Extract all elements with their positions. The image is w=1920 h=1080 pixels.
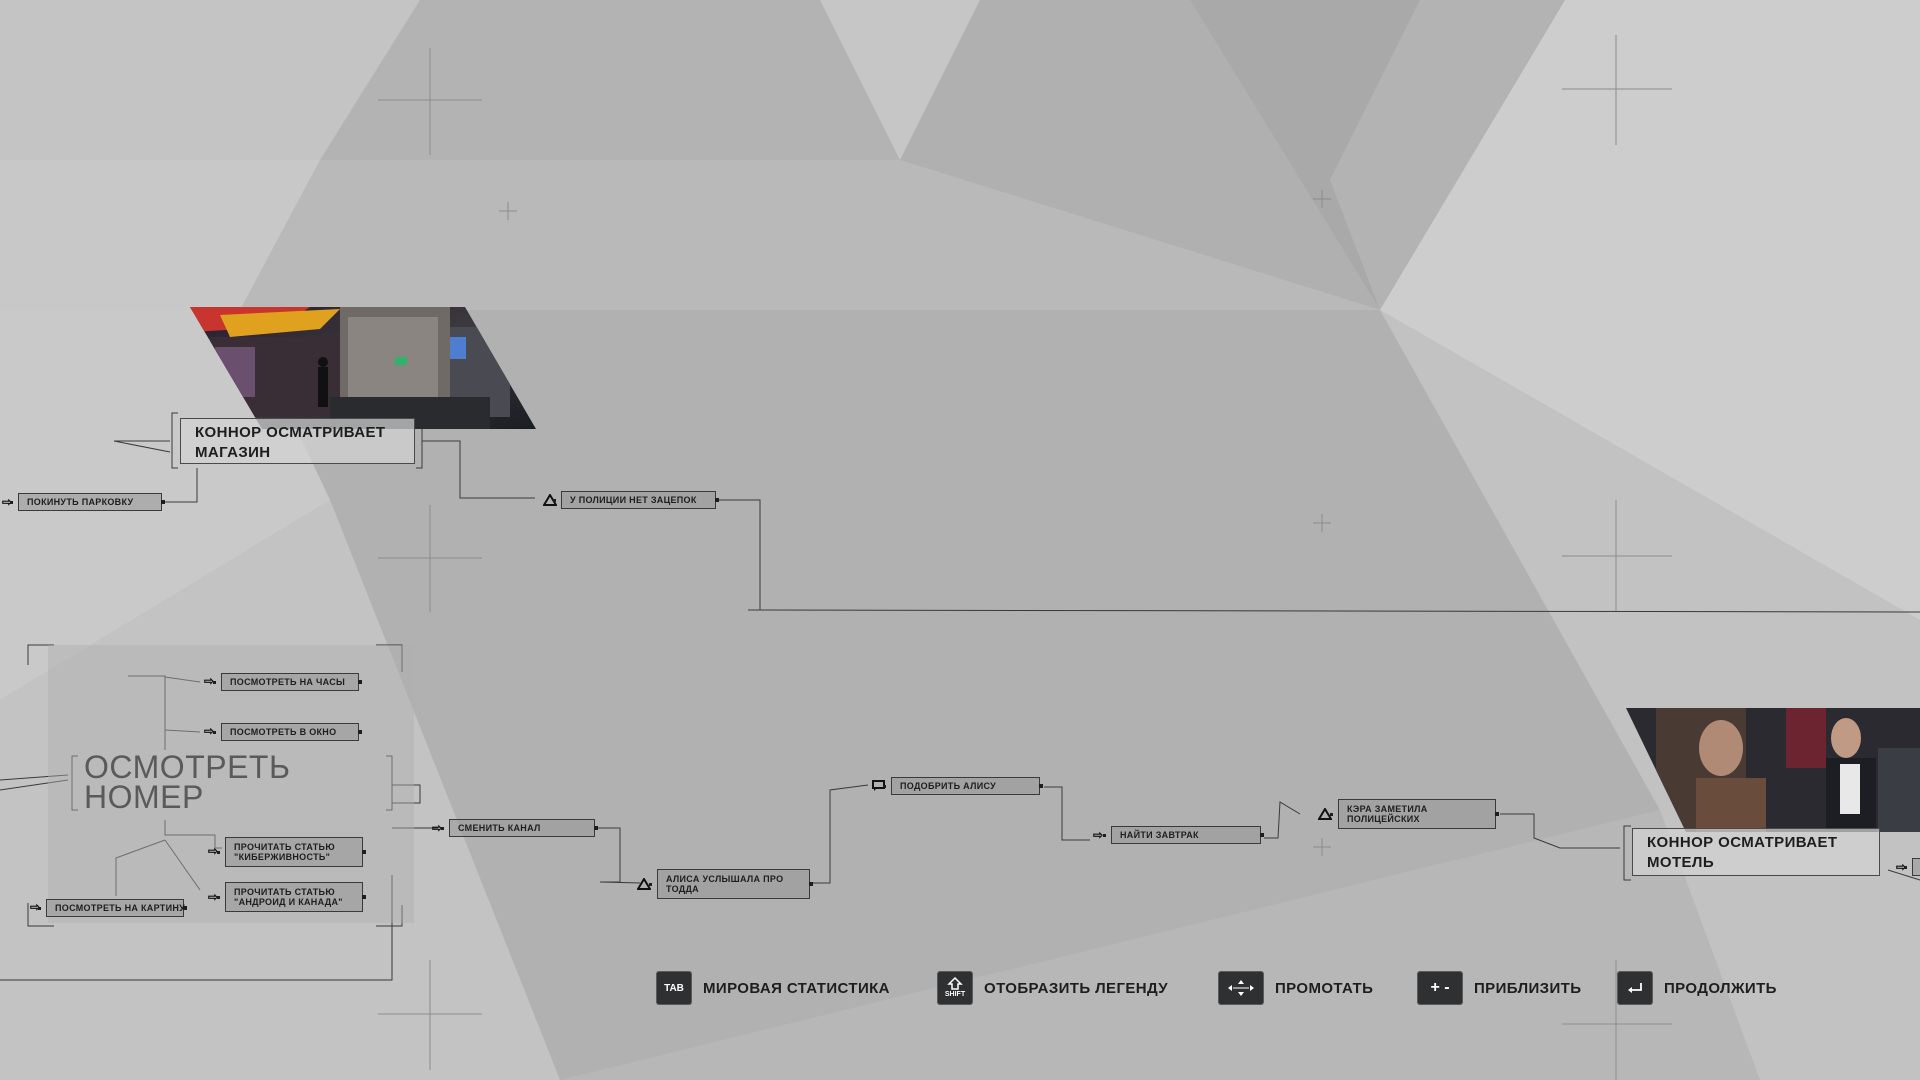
node-label-wrap: ПРОЧИТАТЬ СТАТЬЮ "КИБЕРЖИВНОСТЬ"	[234, 842, 335, 862]
node-label: ПОДОБРИТЬ АЛИСУ	[900, 781, 997, 791]
node-label-line1: АЛИСА УСЛЫШАЛА ПРО	[666, 874, 784, 884]
node-label: ПОСМОТРЕТЬ НА ЧАСЫ	[230, 677, 346, 687]
node-offscreen-next[interactable]	[1904, 858, 1920, 876]
triangle-icon	[637, 878, 651, 890]
node-label: У ПОЛИЦИИ НЕТ ЗАЦЕПОК	[570, 495, 697, 505]
node-label-line2: ПОЛИЦЕЙСКИХ	[1347, 814, 1420, 824]
node-label-wrap: АЛИСА УСЛЫШАЛА ПРО ТОДДА	[666, 874, 783, 894]
control-shift[interactable]: SHIFT ОТОБРАЗИТЬ ЛЕГЕНДУ	[938, 968, 1168, 1008]
chapter-title-line2: МОТЕЛЬ	[1647, 854, 1715, 871]
node-label: НАЙТИ ЗАВТРАК	[1120, 830, 1199, 840]
store-thumbnail	[190, 307, 536, 429]
node-label-wrap: КЭРА ЗАМЕТИЛА ПОЛИЦЕЙСКИХ	[1347, 804, 1428, 824]
control-zoom[interactable]: + - ПРИБЛИЗИТЬ	[1418, 968, 1581, 1008]
chapter-connor-motel[interactable]: КОННОР ОСМАТРИВАЕТ МОТЕЛЬ	[1632, 828, 1880, 876]
node-find-breakfast[interactable]: НАЙТИ ЗАВТРАК	[1103, 826, 1264, 844]
chapter-connor-store[interactable]: КОННОР ОСМАТРИВАЕТ МАГАЗИН	[180, 418, 415, 464]
node-label-line1: ПРОЧИТАТЬ СТАТЬЮ	[234, 842, 335, 852]
room-title-line1: ОСМОТРЕТЬ	[84, 749, 291, 785]
chapter-title-line1: КОННОР ОСМАТРИВАЕТ	[195, 424, 386, 441]
node-read-cyberlife[interactable]: ПРОЧИТАТЬ СТАТЬЮ "КИБЕРЖИВНОСТЬ"	[217, 837, 366, 867]
node-look-clock[interactable]: ПОСМОТРЕТЬ НА ЧАСЫ	[213, 673, 362, 691]
node-pick-up-alice[interactable]: ПОДОБРИТЬ АЛИСУ	[883, 777, 1043, 795]
arrow-right-icon: ⇨	[29, 900, 41, 914]
node-label: ПОСМОТРЕТЬ НА КАРТИНУ	[55, 903, 186, 913]
triangle-icon	[1318, 808, 1332, 820]
arrow-right-icon: ⇨	[207, 844, 219, 858]
arrow-right-icon: ⇨	[207, 890, 219, 904]
chapter-title-line2: МАГАЗИН	[195, 444, 271, 461]
arrow-right-icon: ⇨	[203, 724, 215, 738]
shift-key-icon: SHIFT	[938, 972, 972, 1004]
node-read-android[interactable]: ПРОЧИТАТЬ СТАТЬЮ "АНДРОИД И КАНАДА"	[217, 882, 366, 912]
key-label: SHIFT	[944, 991, 966, 998]
control-label: ПРОДОЛЖИТЬ	[1664, 979, 1777, 997]
node-label-line2: ТОДДА	[666, 884, 699, 894]
arrow-right-icon: ⇨	[1092, 828, 1104, 842]
arrow-right-icon: ⇨	[1895, 860, 1907, 874]
node-police-no-leads[interactable]: У ПОЛИЦИИ НЕТ ЗАЦЕПОК	[553, 491, 719, 509]
enter-key-icon	[1618, 972, 1652, 1004]
control-label: ПРОМОТАТЬ	[1275, 979, 1374, 997]
control-scroll[interactable]: ПРОМОТАТЬ	[1219, 968, 1373, 1008]
node-label-line2: "КИБЕРЖИВНОСТЬ"	[234, 852, 331, 862]
node-look-window[interactable]: ПОСМОТРЕТЬ В ОКНО	[213, 723, 362, 741]
node-label-wrap: ПРОЧИТАТЬ СТАТЬЮ "АНДРОИД И КАНАДА"	[234, 887, 343, 907]
node-alice-heard-todd[interactable]: АЛИСА УСЛЫШАЛА ПРО ТОДДА	[649, 869, 813, 899]
plus-minus-icon: + -	[1418, 972, 1462, 1004]
chapter-title-line1: КОННОР ОСМАТРИВАЕТ	[1647, 834, 1838, 851]
control-tab[interactable]: TAB МИРОВАЯ СТАТИСТИКА	[657, 968, 890, 1008]
tab-key-icon: TAB	[657, 972, 691, 1004]
control-continue[interactable]: ПРОДОЛЖИТЬ	[1618, 968, 1777, 1008]
node-label-line1: ПРОЧИТАТЬ СТАТЬЮ	[234, 887, 335, 897]
control-label: ОТОБРАЗИТЬ ЛЕГЕНДУ	[984, 979, 1168, 997]
node-label: ПОСМОТРЕТЬ В ОКНО	[230, 727, 337, 737]
room-title: ОСМОТРЕТЬ НОМЕР	[84, 749, 291, 815]
key-label: TAB	[664, 982, 684, 994]
node-look-painting[interactable]: ПОСМОТРЕТЬ НА КАРТИНУ	[38, 899, 187, 917]
arrow-right-icon: ⇨	[203, 674, 215, 688]
node-label: СМЕНИТЬ КАНАЛ	[458, 823, 541, 833]
room-area-backdrop	[48, 645, 414, 923]
room-title-line2: НОМЕР	[84, 779, 204, 815]
arrow-right-icon: ⇨	[431, 821, 443, 835]
control-label: ПРИБЛИЗИТЬ	[1474, 979, 1582, 997]
key-label: + -	[1430, 979, 1450, 996]
arrows-move-icon	[1219, 972, 1263, 1004]
node-label-line1: КЭРА ЗАМЕТИЛА	[1347, 804, 1428, 814]
node-label: ПОКИНУТЬ ПАРКОВКУ	[27, 497, 134, 507]
node-kara-noticed-police[interactable]: КЭРА ЗАМЕТИЛА ПОЛИЦЕЙСКИХ	[1330, 799, 1499, 829]
node-change-channel[interactable]: СМЕНИТЬ КАНАЛ	[441, 819, 598, 837]
node-leave-parking[interactable]: ПОКИНУТЬ ПАРКОВКУ	[10, 493, 165, 511]
arrow-right-icon: ⇨	[1, 495, 13, 509]
node-label-line2: "АНДРОИД И КАНАДА"	[234, 897, 343, 907]
control-label: МИРОВАЯ СТАТИСТИКА	[703, 979, 890, 997]
motel-thumbnail	[1626, 708, 1920, 832]
